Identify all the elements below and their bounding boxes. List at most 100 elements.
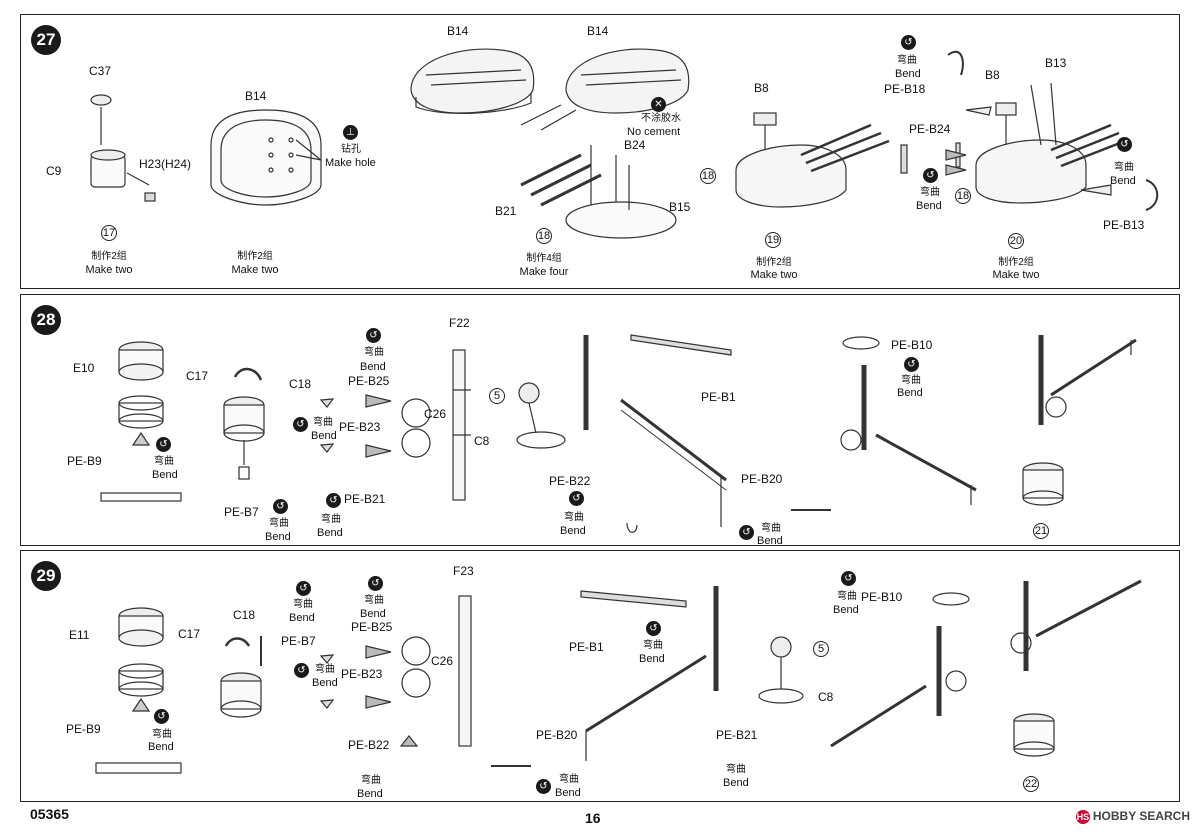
bend-en: Bend: [560, 525, 586, 537]
bend-icon: ↺: [739, 525, 754, 540]
sub-assembly-marker: 19: [765, 232, 781, 248]
part-label: PE-B18: [884, 82, 926, 96]
part-label: PE-B7: [224, 505, 259, 519]
bend-en: Bend: [723, 777, 749, 789]
sub-assembly-marker: 17: [101, 225, 117, 241]
bend-icon: ↺: [296, 581, 311, 596]
bend-en: Bend: [360, 608, 386, 620]
bend-icon: ↺: [273, 499, 288, 514]
page-number: 16: [585, 810, 601, 826]
part-label: B14: [245, 89, 267, 103]
part-label: F23: [453, 564, 474, 578]
bend-cn: 弯曲: [269, 518, 289, 529]
bend-cn: 弯曲: [293, 599, 313, 610]
bend-cn: 弯曲: [837, 591, 857, 602]
part-label: H23(H24): [139, 157, 192, 171]
caption-en: Make two: [750, 269, 798, 281]
part-label: E10: [73, 361, 95, 375]
bend-cn: 弯曲: [1114, 162, 1134, 173]
part-label: PE-B10: [861, 590, 903, 604]
bend-cn: 弯曲: [364, 595, 384, 606]
part-label: C26: [431, 654, 454, 668]
bend-cn: 弯曲: [313, 417, 333, 428]
bend-icon: ↺: [569, 491, 584, 506]
part-label: PE-B1: [569, 640, 604, 654]
part-label: PE-B10: [891, 338, 933, 352]
part-label: PE-B25: [351, 620, 393, 634]
part-label: B21: [495, 204, 517, 218]
bend-icon: ↺: [154, 709, 169, 724]
part-label: PE-B9: [66, 722, 101, 736]
part-label: C17: [178, 627, 201, 641]
part-label: PE-B20: [741, 472, 783, 486]
part-label: PE-B22: [348, 738, 390, 752]
note-en: Make hole: [325, 157, 376, 169]
part-label: PE-B22: [549, 474, 591, 488]
sub-assembly-marker: 21: [1033, 523, 1049, 539]
part-label: C18: [289, 377, 312, 391]
part-label: PE-B21: [716, 728, 758, 742]
bend-icon: ↺: [901, 35, 916, 50]
bend-icon: ↺: [536, 779, 551, 794]
bend-icon: ↺: [368, 576, 383, 591]
bend-icon: ↺: [294, 663, 309, 678]
step-29-panel: 29: [20, 550, 1180, 802]
bend-en: Bend: [916, 200, 942, 212]
step-28-illustration: [100, 334, 1137, 533]
step-27-illustration: [90, 48, 1159, 239]
part-label: PE-B7: [281, 634, 316, 648]
bend-cn: 弯曲: [897, 55, 917, 66]
part-label: PE-B13: [1103, 218, 1145, 232]
note-cn: 不涂胶水: [641, 113, 681, 124]
caption-cn: 制作2组: [756, 257, 792, 268]
caption-en: Make two: [992, 269, 1040, 281]
part-label: C37: [89, 64, 112, 78]
bend-cn: 弯曲: [152, 729, 172, 740]
bend-icon: ↺: [156, 437, 171, 452]
bend-en: Bend: [833, 604, 859, 616]
part-label: PE-B21: [344, 492, 386, 506]
part-label: B14: [447, 24, 469, 38]
bend-en: Bend: [757, 535, 783, 547]
bend-cn: 弯曲: [564, 512, 584, 523]
part-label: B8: [754, 81, 769, 95]
part-label: PE-B23: [341, 667, 383, 681]
step-number: 29: [31, 561, 61, 591]
caption-cn: 制作2组: [91, 251, 127, 262]
step-number: 28: [31, 305, 61, 335]
hobby-search-logo-icon: HS: [1075, 810, 1090, 824]
bend-icon: ↺: [923, 168, 938, 183]
caption-en: Make two: [231, 264, 279, 276]
bend-icon: ↺: [904, 357, 919, 372]
part-label: PE-B23: [339, 420, 381, 434]
part-label: B15: [669, 200, 691, 214]
bend-en: Bend: [895, 68, 921, 80]
sub-assembly-marker: 20: [1008, 233, 1024, 249]
part-label: PE-B25: [348, 374, 390, 388]
part-label: B14: [587, 24, 609, 38]
step-29-illustration: [95, 579, 1142, 774]
bend-cn: 弯曲: [315, 664, 335, 675]
bend-cn: 弯曲: [154, 456, 174, 467]
bend-cn: 弯曲: [361, 775, 381, 786]
sub-assembly-marker: 18: [536, 228, 552, 244]
bend-icon: ↺: [646, 621, 661, 636]
bend-cn: 弯曲: [726, 764, 746, 775]
caption-cn: 制作4组: [526, 253, 562, 264]
bend-en: Bend: [357, 788, 383, 800]
part-label: E11: [69, 628, 90, 642]
bend-icon: ↺: [841, 571, 856, 586]
no-cement-icon: ✕: [651, 97, 666, 112]
step-28-panel: 28: [20, 294, 1180, 547]
part-label: PE-B1: [701, 390, 736, 404]
part-label: C17: [186, 369, 209, 383]
note-en: No cement: [627, 126, 681, 138]
part-label: C8: [818, 690, 834, 704]
bend-en: Bend: [312, 677, 338, 689]
bend-en: Bend: [265, 531, 291, 543]
bend-en: Bend: [897, 387, 923, 399]
caption-en: Make four: [519, 266, 569, 278]
sub-assembly-marker: 18: [700, 168, 716, 184]
part-label: C8: [474, 434, 490, 448]
